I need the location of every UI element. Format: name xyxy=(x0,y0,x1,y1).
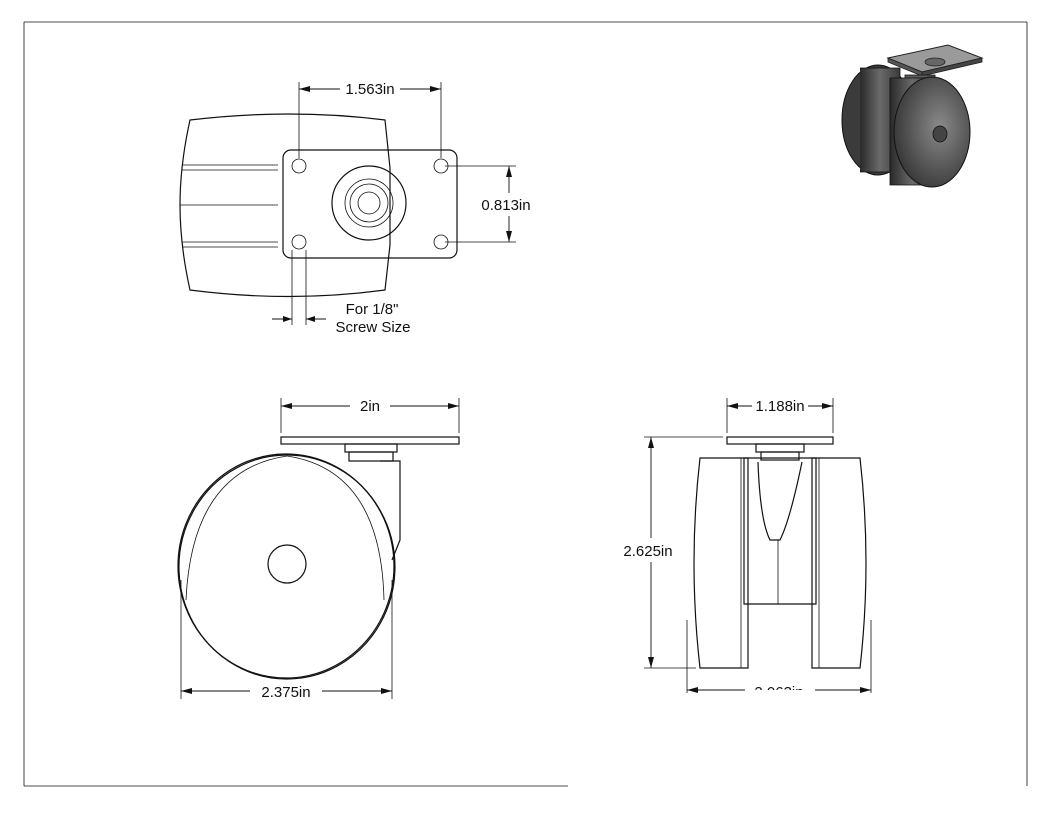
dim-wheel-diameter xyxy=(180,580,393,699)
dim-overall-width-label-clip: 2.063in xyxy=(754,684,803,701)
dim-overall-width-label: 2.063in xyxy=(754,684,803,701)
side-view xyxy=(177,436,460,680)
screw-note-line2: Screw Size xyxy=(335,319,410,336)
front-view xyxy=(693,436,867,669)
dim-screw-size xyxy=(272,250,326,325)
dim-top-width-label: 1.563in xyxy=(345,81,394,98)
isometric-caster-render xyxy=(841,44,984,188)
dim-top-height xyxy=(445,165,516,243)
dim-overall-height xyxy=(644,436,723,669)
dim-top-height-label: 0.813in xyxy=(481,197,530,214)
dim-plate-width xyxy=(280,398,460,433)
dim-overall-height-label: 2.625in xyxy=(623,543,672,560)
dim-overall-width xyxy=(686,620,872,693)
dim-plate-depth-label: 1.188in xyxy=(755,398,804,415)
top-view xyxy=(179,113,458,298)
dim-plate-width-label: 2in xyxy=(360,398,380,415)
sheet-border xyxy=(23,21,1028,787)
dim-top-width xyxy=(298,82,442,158)
screw-note-line1: For 1/8" xyxy=(346,301,399,318)
dim-plate-depth xyxy=(726,398,834,433)
dim-wheel-diameter-label: 2.375in xyxy=(261,684,310,701)
